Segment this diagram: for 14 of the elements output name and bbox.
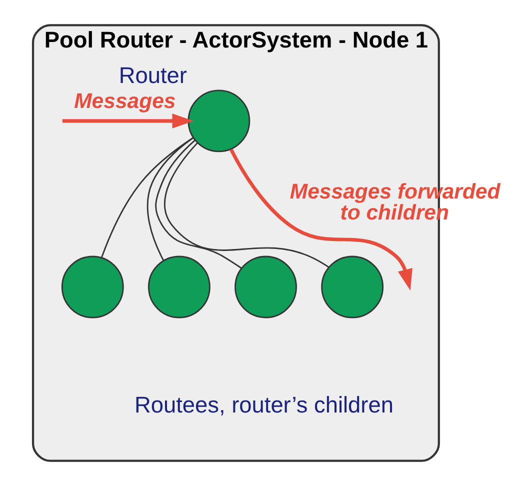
node-circle	[188, 90, 250, 152]
node-circle	[321, 256, 384, 318]
connector	[146, 137, 194, 262]
arrow	[230, 148, 412, 291]
node-circle	[234, 256, 297, 318]
node-label: Router	[118, 62, 187, 88]
node-circle	[61, 256, 124, 318]
edge-label: Messages	[74, 89, 176, 114]
connector	[164, 142, 330, 268]
label: Routees, router’s children	[134, 391, 394, 418]
connector	[155, 140, 242, 269]
node-circle	[148, 256, 210, 318]
arrow	[62, 114, 194, 128]
connector	[100, 137, 194, 258]
